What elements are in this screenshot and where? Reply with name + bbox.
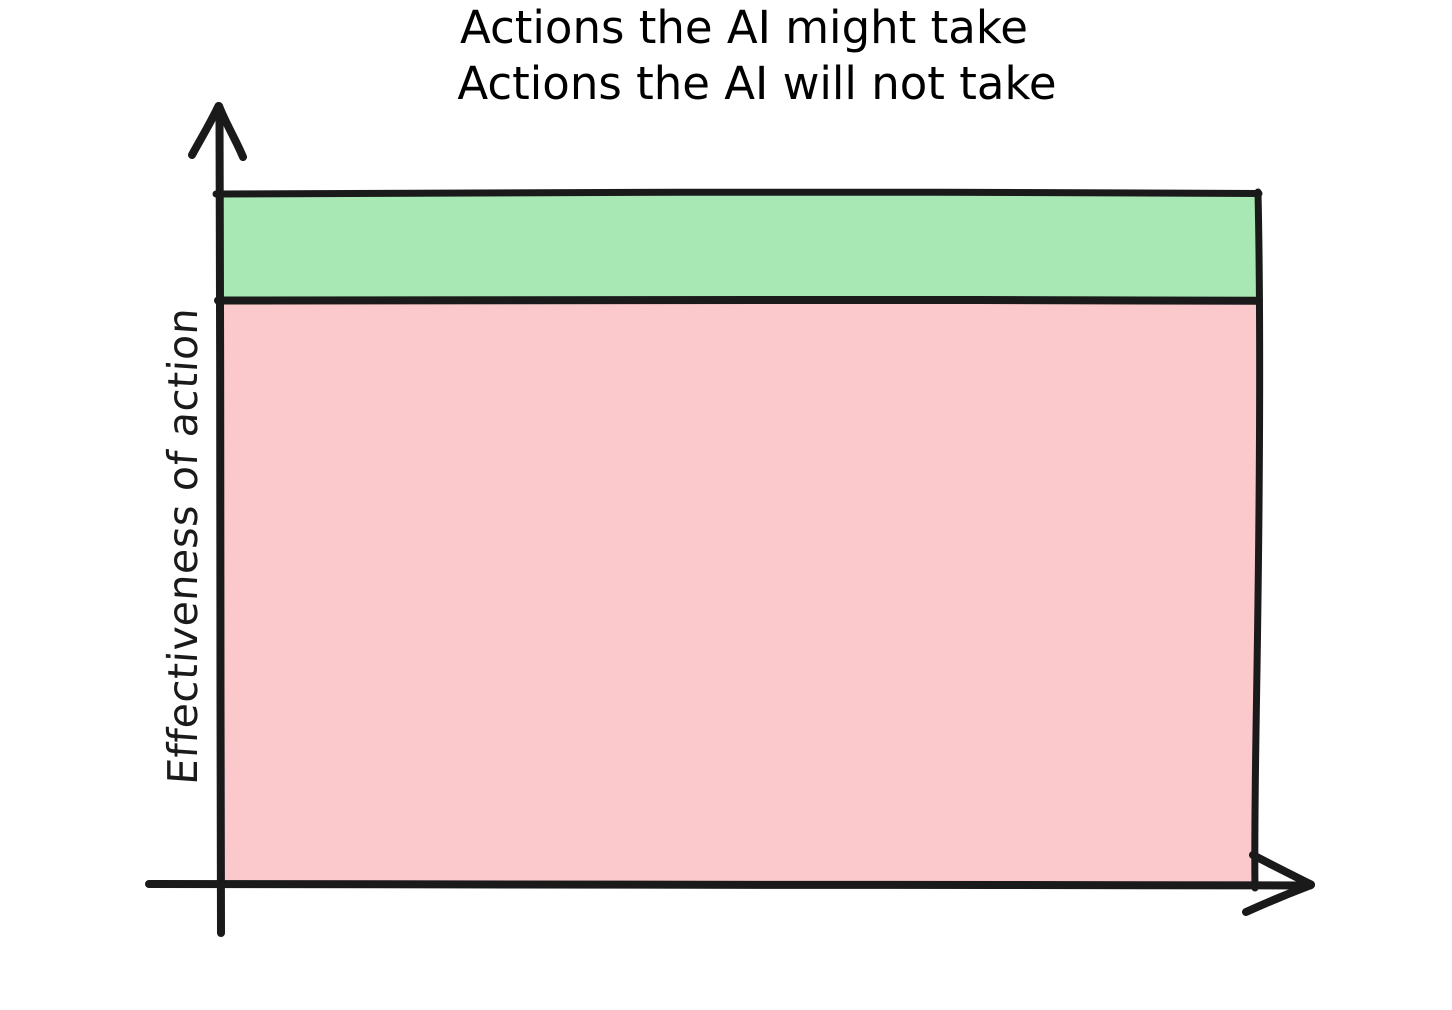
- box-right-edge: [1251, 188, 1264, 892]
- arrow-right-icon: [1249, 851, 1315, 889]
- zone-fill-might-take: [221, 195, 1257, 300]
- x-axis-line: [145, 880, 1314, 890]
- arrow-up-icon: [188, 102, 223, 159]
- zone-label-might-take-text: Actions the AI might take: [460, 1, 1028, 54]
- zone-divider-line: [214, 295, 1263, 305]
- zone-label-will-not-take-text: Actions the AI will not take: [457, 57, 1057, 110]
- zone-label-will-not-take: Actions the AI will not take: [0, 56, 1452, 112]
- box-top-edge: [212, 188, 1263, 198]
- zone-fill-will-not-take: [221, 301, 1257, 884]
- arrow-up-icon-right-barb: [215, 102, 247, 161]
- y-axis-line: [215, 106, 225, 937]
- arrow-right-icon-lower-barb: [1242, 881, 1315, 916]
- zone-label-might-take: Actions the AI might take: [0, 0, 1452, 56]
- y-axis-label: Effectiveness of action: [159, 306, 207, 787]
